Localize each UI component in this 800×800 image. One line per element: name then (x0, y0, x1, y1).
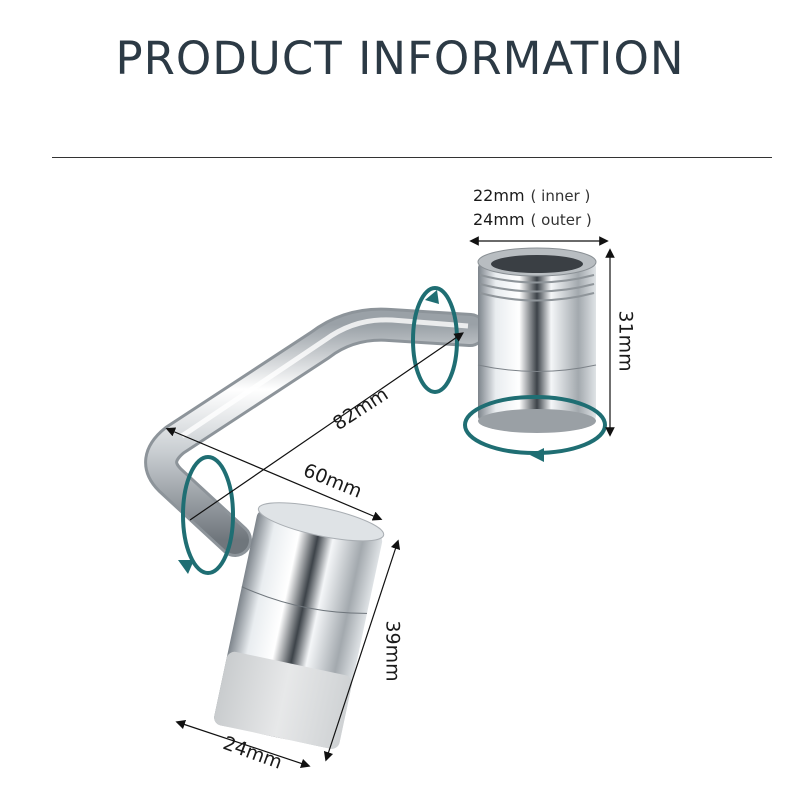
inner-size: 22mm (473, 186, 525, 205)
outer-diameter-spec: 24mm ( outer ) (473, 210, 592, 229)
top-height-label: 31mm (614, 310, 637, 372)
inner-diameter-spec: 22mm ( inner ) (473, 186, 590, 205)
thread-connector (477, 247, 597, 433)
dimension-lines (165, 236, 615, 769)
inner-note: ( inner ) (530, 187, 591, 205)
outer-note: ( outer ) (530, 211, 592, 229)
aerator-height-label: 39mm (381, 620, 404, 682)
swivel-arm (144, 307, 487, 557)
outer-size: 24mm (473, 210, 525, 229)
page-title: PRODUCT INFORMATION (115, 32, 685, 85)
divider (52, 157, 772, 158)
